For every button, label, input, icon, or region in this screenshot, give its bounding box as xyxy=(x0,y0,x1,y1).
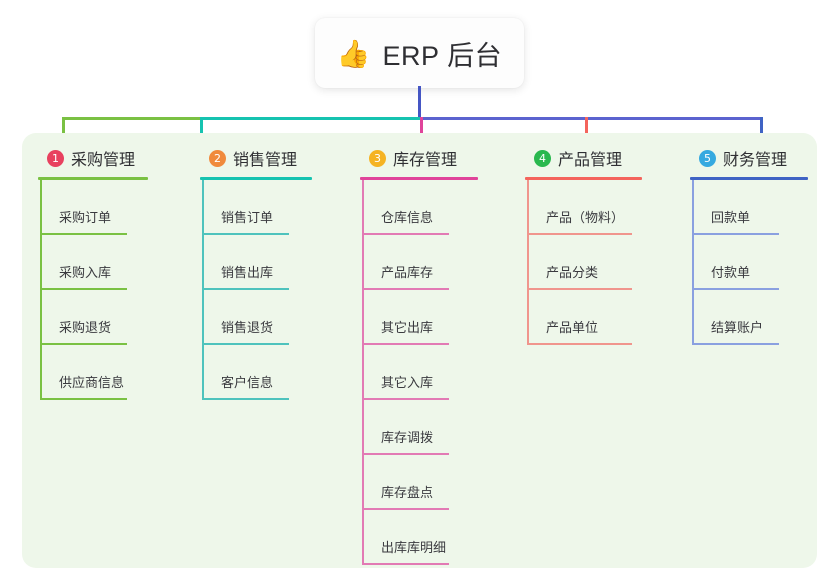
leaf-underline xyxy=(693,233,779,235)
branch-column-2: 2 销售管理销售订单销售出库销售退货客户信息 xyxy=(200,146,312,400)
leaf-underline xyxy=(203,343,289,345)
branch-index-badge: 4 xyxy=(534,149,551,167)
leaf-label: 回款单 xyxy=(711,210,751,225)
branch-underline xyxy=(690,177,808,180)
leaf-underline xyxy=(363,288,449,290)
leaf-label: 采购订单 xyxy=(59,210,112,225)
thumbs-up-icon: 👍 xyxy=(336,38,371,69)
leaf-underline xyxy=(41,233,127,235)
leaf-label: 出库库明细 xyxy=(381,540,447,555)
leaf-underline xyxy=(693,288,779,290)
leaf-label: 销售出库 xyxy=(221,265,274,280)
branch-column-4: 4 产品管理产品（物料） 产品分类产品单位 xyxy=(525,146,642,345)
branch-leaf-stem xyxy=(692,180,694,345)
leaf-label: 其它出库 xyxy=(381,320,434,335)
leaf-label: 结算账户 xyxy=(711,320,764,335)
branch-leaf-stem xyxy=(527,180,529,345)
leaf-label: 采购退货 xyxy=(59,320,112,335)
branch-title: 产品管理 xyxy=(558,152,623,169)
leaf-underline xyxy=(41,398,127,400)
leaf-label: 产品分类 xyxy=(546,265,599,280)
branch-header-3[interactable]: 3 库存管理 xyxy=(360,146,457,170)
leaf-underline xyxy=(41,343,127,345)
leaf-label: 产品单位 xyxy=(546,320,599,335)
leaf-underline xyxy=(528,343,632,345)
leaf-underline xyxy=(528,233,632,235)
drop-purchasing xyxy=(62,117,65,147)
branch-index-badge: 5 xyxy=(699,149,716,167)
leaf-underline xyxy=(203,398,289,400)
branch-underline xyxy=(200,177,312,180)
branch-underline xyxy=(38,177,148,180)
leaf-underline xyxy=(363,343,449,345)
leaf-label: 其它入库 xyxy=(381,375,434,390)
branch-underline xyxy=(525,177,642,180)
leaf-label: 客户信息 xyxy=(221,375,274,390)
root-node-title: ERP 后台 xyxy=(382,40,503,71)
branch-header-1[interactable]: 1 采购管理 xyxy=(38,146,135,170)
leaf-label: 产品（物料） xyxy=(546,210,625,225)
drop-sales xyxy=(200,117,203,147)
branch-column-3: 3 库存管理仓库信息产品库存其它出库其它入库库存调拨库存盘点出库库明细 xyxy=(360,146,478,565)
branch-leaf-stem xyxy=(40,180,42,400)
leaf-label: 供应商信息 xyxy=(59,375,125,390)
leaf-underline xyxy=(693,343,779,345)
leaf-label: 付款单 xyxy=(711,265,751,280)
branches-panel xyxy=(22,133,817,568)
root-node-card[interactable]: 👍 ERP 后台 xyxy=(315,18,524,88)
branch-header-4[interactable]: 4 产品管理 xyxy=(525,146,622,170)
branch-index-badge: 1 xyxy=(47,149,64,167)
leaf-underline xyxy=(363,508,449,510)
bus-green xyxy=(62,117,200,120)
bus-teal xyxy=(200,117,420,120)
drop-finance xyxy=(760,117,763,147)
branch-title: 采购管理 xyxy=(71,152,136,169)
branch-title: 财务管理 xyxy=(723,152,788,169)
branch-leaf-stem xyxy=(202,180,204,400)
leaf-label: 库存盘点 xyxy=(381,485,434,500)
leaf-underline xyxy=(203,288,289,290)
bus-indigo xyxy=(420,117,760,120)
branch-column-5: 5 财务管理回款单付款单结算账户 xyxy=(690,146,808,345)
branch-title: 销售管理 xyxy=(233,152,298,169)
branch-index-badge: 2 xyxy=(209,149,226,167)
leaf-underline xyxy=(203,233,289,235)
leaf-label: 采购入库 xyxy=(59,265,112,280)
leaf-label: 销售订单 xyxy=(221,210,274,225)
leaf-label: 库存调拨 xyxy=(381,430,434,445)
branch-column-1: 1 采购管理采购订单采购入库采购退货供应商信息 xyxy=(38,146,148,400)
root-stem xyxy=(418,86,421,119)
leaf-label: 产品库存 xyxy=(381,265,434,280)
drop-inventory xyxy=(420,117,423,147)
leaf-underline xyxy=(363,233,449,235)
leaf-underline xyxy=(41,288,127,290)
leaf-label: 仓库信息 xyxy=(381,210,434,225)
leaf-underline xyxy=(528,288,632,290)
leaf-underline xyxy=(363,563,449,565)
branch-index-badge: 3 xyxy=(369,149,386,167)
branch-underline xyxy=(360,177,478,180)
leaf-underline xyxy=(363,398,449,400)
leaf-label: 销售退货 xyxy=(221,320,274,335)
branch-header-2[interactable]: 2 销售管理 xyxy=(200,146,297,170)
leaf-underline xyxy=(363,453,449,455)
branch-leaf-stem xyxy=(362,180,364,565)
branch-header-5[interactable]: 5 财务管理 xyxy=(690,146,787,170)
branch-title: 库存管理 xyxy=(393,152,458,169)
drop-product xyxy=(585,117,588,147)
